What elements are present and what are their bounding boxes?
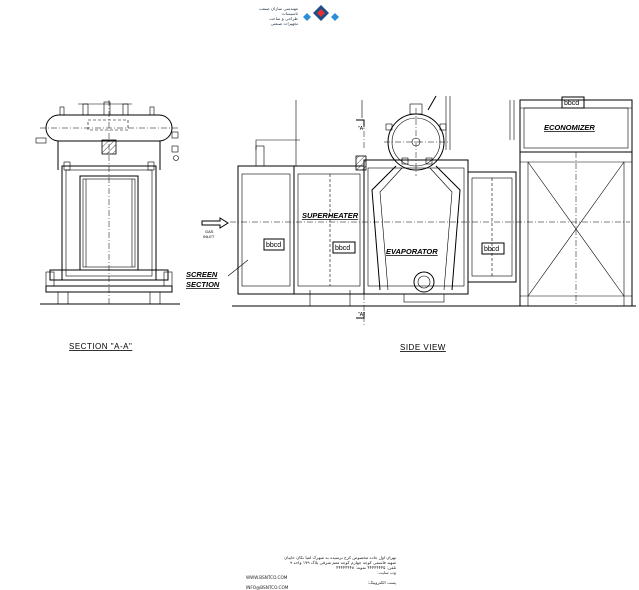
footer-website[interactable]: WWW.BSNTCO.COM <box>246 575 288 580</box>
company-name: مهندسی سازان صنعت تاسیسات طراحی و ساخت ت… <box>256 6 298 26</box>
side-view-title: SIDE VIEW <box>400 343 446 352</box>
footer-address-1: تهران اول جاده مخصوص کرج نرسیده به شهرک … <box>284 555 396 560</box>
company-footer: تهران اول جاده مخصوص کرج نرسیده به شهرک … <box>246 555 396 590</box>
footer-email-label: پست الکترونیک: <box>367 580 396 585</box>
nameplate-economizer: bbcd <box>561 96 585 109</box>
screen-section-label-2: SECTION <box>186 280 220 289</box>
screen-section-label-1: SCREEN <box>186 270 218 279</box>
nameplate-evaporator: bbcd <box>481 242 505 255</box>
superheater-label: SUPERHEATER <box>302 211 359 220</box>
gas-inlet-label-2: INLET <box>203 234 215 239</box>
company-logo <box>303 5 339 21</box>
evaporator-label: EVAPORATOR <box>386 247 438 256</box>
nameplate-superheater-text: bbcd <box>335 245 350 252</box>
nameplate-evaporator-text: bbcd <box>484 246 499 253</box>
section-marker-top: "A" <box>358 126 365 132</box>
footer-phone: تلفن: ۴۴۴۴۴۴۴۵ نمونه: ۴۴۴۴۴۴۴۸ <box>336 565 396 570</box>
nameplate-screen-text: bbcd <box>266 242 281 249</box>
company-name-fa: مهندسی سازان صنعت تاسیسات <box>258 6 298 16</box>
side-view <box>201 95 636 326</box>
nameplate-screen: bbcd <box>263 238 285 251</box>
footer-address-2: شهید قاسمی کوچه چهارم کوچه معم شرقی پلاک… <box>289 560 396 565</box>
gas-inlet-label-1: GAS <box>205 229 214 234</box>
section-a-a-title: SECTION "A-A" <box>69 342 132 351</box>
nameplate-superheater: bbcd <box>332 241 356 254</box>
company-subtitle-fa: طراحی و ساخت تجهیزات صنعتی <box>268 16 298 26</box>
section-a-a-view <box>35 100 180 305</box>
section-marker-bottom: "A" <box>358 312 365 318</box>
nameplate-economizer-text: bbcd <box>564 100 579 107</box>
economizer-label: ECONOMIZER <box>544 123 595 132</box>
footer-website-label: وب سایت: <box>377 570 396 575</box>
footer-email[interactable]: INFO@BSNTCO.COM <box>246 585 289 590</box>
